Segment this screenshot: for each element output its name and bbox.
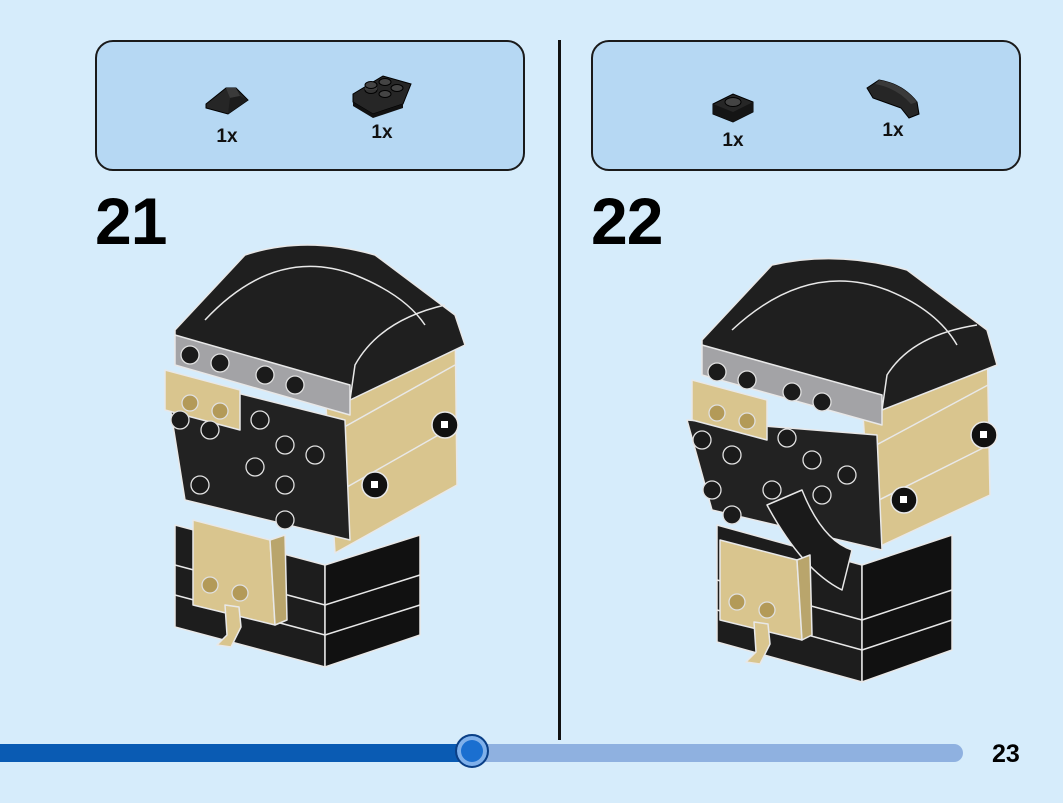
curved-slope-icon bbox=[866, 79, 920, 119]
part-quantity: 1x bbox=[882, 120, 904, 141]
parts-callout-step-22: 1x 1x bbox=[591, 40, 1021, 171]
part-item: 1x bbox=[197, 80, 257, 148]
round-plate-icon bbox=[712, 93, 754, 123]
part-quantity: 1x bbox=[722, 130, 744, 151]
step-divider bbox=[558, 40, 561, 740]
wedge-plate-icon bbox=[352, 75, 412, 118]
part-item: 1x bbox=[347, 68, 417, 144]
slope-brick-icon bbox=[205, 87, 249, 115]
model-illustration-step-21 bbox=[164, 244, 466, 668]
progress-knob bbox=[455, 734, 489, 768]
progress-fill bbox=[0, 744, 472, 762]
step-number: 22 bbox=[591, 184, 663, 258]
part-quantity: 1x bbox=[371, 122, 393, 143]
parts-callout-step-21: 1x 1x bbox=[95, 40, 525, 171]
step-number: 21 bbox=[95, 184, 167, 258]
part-quantity: 1x bbox=[216, 126, 238, 147]
part-item: 1x bbox=[858, 74, 928, 142]
page-number: 23 bbox=[992, 740, 1020, 768]
model-illustration-step-22 bbox=[686, 257, 998, 683]
part-item: 1x bbox=[708, 90, 758, 152]
